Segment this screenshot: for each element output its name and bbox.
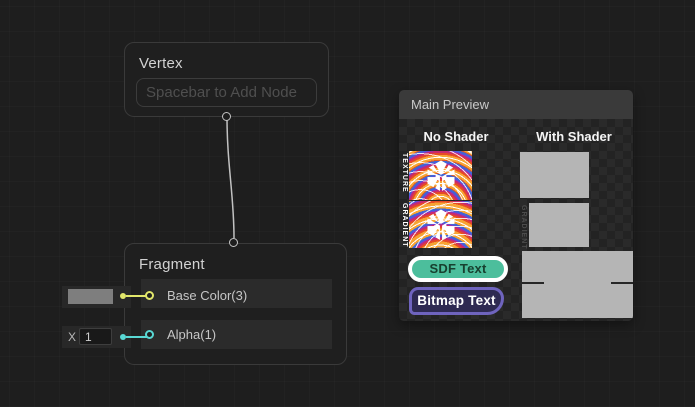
- with-shader-column-header: With Shader: [536, 129, 612, 144]
- alpha-label: Alpha(1): [167, 327, 217, 342]
- texture-preview-with-shader: [520, 152, 589, 198]
- vertex-output-port[interactable]: [222, 112, 231, 121]
- base-color-label: Base Color(3): [167, 288, 248, 303]
- fragment-node[interactable]: Fragment: [124, 243, 347, 365]
- base-color-widget[interactable]: [62, 286, 131, 308]
- base-color-wire: [126, 295, 147, 297]
- text-preview-with-shader: [522, 251, 633, 318]
- bitmap-text-preview: Bitmap Text: [409, 287, 504, 315]
- gradient-row-label: GRADIENT: [401, 203, 408, 248]
- vertex-node[interactable]: Vertex Spacebar to Add Node: [124, 42, 329, 117]
- unity-logo-icon: [427, 208, 454, 241]
- no-shader-column-header: No Shader: [423, 129, 489, 144]
- unity-logo-icon: [427, 159, 454, 192]
- main-preview-panel: Main Preview No Shader With Shader TEXTU…: [399, 90, 633, 321]
- main-preview-body: No Shader With Shader TEXTURE: [399, 119, 633, 321]
- base-color-port-row[interactable]: [141, 279, 332, 308]
- texture-preview-no-shader: [409, 151, 472, 200]
- gradient-shader-row-label: GRADIENT: [520, 205, 527, 250]
- alpha-port-row[interactable]: [141, 320, 332, 349]
- connection-edge[interactable]: [226, 116, 235, 239]
- gradient-preview-with-shader: [529, 203, 589, 247]
- fragment-input-port[interactable]: [229, 238, 238, 247]
- base-color-port[interactable]: [145, 291, 154, 300]
- add-node-hint-field[interactable]: Spacebar to Add Node: [136, 78, 317, 107]
- alpha-port[interactable]: [145, 330, 154, 339]
- alpha-wire: [126, 336, 147, 338]
- gradient-preview-no-shader: [409, 201, 472, 248]
- alpha-widget[interactable]: X: [62, 326, 131, 348]
- notch: [611, 282, 633, 284]
- color-swatch[interactable]: [68, 289, 113, 304]
- alpha-out-dot[interactable]: [120, 334, 126, 340]
- main-preview-title[interactable]: Main Preview: [399, 90, 633, 119]
- vertex-node-title: Vertex: [139, 55, 183, 72]
- alpha-value-input[interactable]: [79, 328, 112, 345]
- sdf-text-preview: SDF Text: [408, 256, 508, 282]
- fragment-node-title: Fragment: [139, 256, 205, 273]
- notch: [522, 282, 544, 284]
- texture-row-label: TEXTURE: [401, 153, 408, 193]
- alpha-axis-label: X: [68, 330, 77, 344]
- base-color-out-dot[interactable]: [120, 293, 126, 299]
